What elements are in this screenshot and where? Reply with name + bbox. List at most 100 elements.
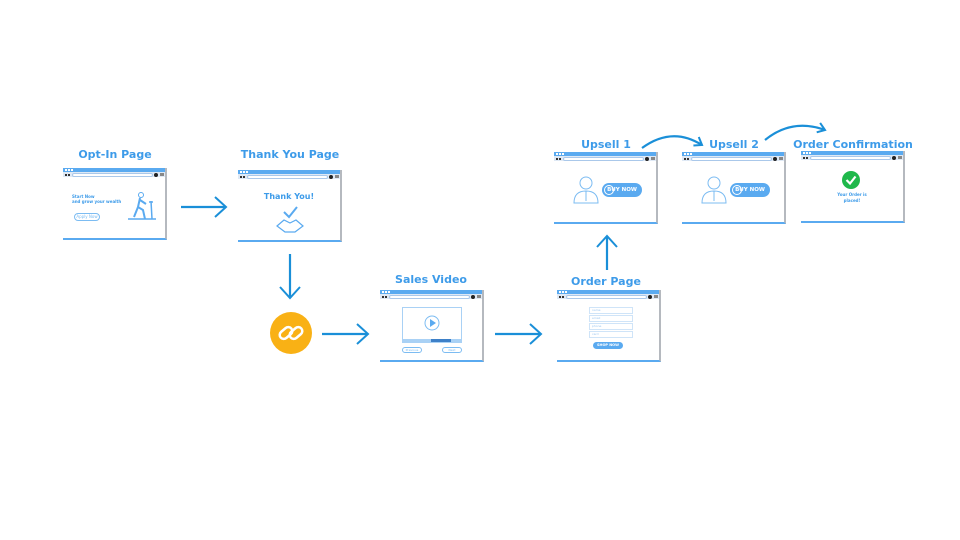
window-dot	[65, 169, 67, 171]
window-dot	[559, 153, 561, 155]
nav-buttons-icon	[803, 156, 808, 159]
arrow-upsell2-to-confirm	[764, 122, 827, 141]
window-title-bar	[682, 152, 784, 156]
window-dot	[687, 153, 689, 155]
play-icon[interactable]	[424, 315, 440, 331]
window-dot	[382, 291, 384, 293]
next-button[interactable]: Next	[442, 347, 462, 353]
link-icon	[270, 312, 312, 354]
window-dot	[556, 153, 558, 155]
address-bar	[63, 172, 165, 177]
window-order: name email phone card SHOP NOW	[557, 290, 661, 362]
window-dot	[388, 291, 390, 293]
treadmill-icon	[128, 192, 156, 220]
step-title-sales: Sales Video	[395, 273, 467, 286]
profile-icon	[471, 294, 475, 299]
window-dot	[559, 291, 561, 293]
optin-line2: and grow your wealth	[72, 199, 122, 204]
cart-icon	[604, 185, 614, 195]
menu-icon	[654, 295, 658, 298]
window-sales: Previous Next	[380, 290, 484, 362]
menu-icon	[160, 173, 164, 176]
window-dot	[562, 153, 564, 155]
window-dot	[385, 291, 387, 293]
profile-icon	[773, 156, 777, 161]
url-field	[72, 173, 153, 177]
cart-icon	[732, 185, 742, 195]
address-bar	[801, 155, 903, 160]
nav-buttons-icon	[556, 157, 561, 160]
window-thankyou: Thank You!	[238, 170, 342, 242]
person-icon	[573, 176, 599, 204]
window-title-bar	[801, 151, 903, 155]
menu-icon	[477, 295, 481, 298]
step-title-thankyou: Thank You Page	[240, 148, 340, 161]
step-title-optin: Opt-In Page	[78, 148, 152, 161]
buy-now-label: BUY NOW	[735, 187, 765, 193]
profile-icon	[154, 172, 158, 177]
window-title-bar	[554, 152, 656, 156]
menu-icon	[779, 157, 783, 160]
card-field[interactable]: card	[589, 331, 633, 338]
previous-button[interactable]: Previous	[402, 347, 422, 353]
window-title-bar	[238, 170, 340, 174]
menu-icon	[651, 157, 655, 160]
window-dot	[246, 171, 248, 173]
window-confirm: Your Order is placed!	[801, 151, 905, 223]
window-dot	[562, 291, 564, 293]
window-title-bar	[380, 290, 482, 294]
window-dot	[243, 171, 245, 173]
step-title-order: Order Page	[571, 275, 641, 288]
nav-buttons-icon	[240, 175, 245, 178]
url-field	[810, 156, 891, 160]
menu-icon	[898, 156, 902, 159]
buy-now-button[interactable]: BUY NOW	[602, 183, 642, 197]
video-progress-bar[interactable]	[403, 339, 461, 342]
address-bar	[380, 294, 482, 299]
confirm-line1: Your Order is	[837, 192, 867, 197]
check-circle-icon	[842, 171, 860, 189]
nav-buttons-icon	[65, 173, 70, 176]
menu-icon	[335, 175, 339, 178]
profile-icon	[892, 155, 896, 160]
phone-field[interactable]: phone	[589, 323, 633, 330]
video-player[interactable]	[402, 307, 462, 343]
optin-line1: Start Now	[72, 194, 95, 199]
profile-icon	[648, 294, 652, 299]
window-dot	[240, 171, 242, 173]
nav-buttons-icon	[684, 157, 689, 160]
nav-buttons-icon	[382, 295, 387, 298]
nav-buttons-icon	[559, 295, 564, 298]
shop-now-button[interactable]: SHOP NOW	[593, 342, 623, 349]
buy-now-label: BUY NOW	[607, 187, 637, 193]
window-dot	[684, 153, 686, 155]
window-dot	[690, 153, 692, 155]
thankyou-heading: Thank You!	[263, 192, 315, 201]
address-bar	[238, 174, 340, 179]
window-dot	[806, 152, 808, 154]
window-dot	[809, 152, 811, 154]
window-optin: Start Now and grow your wealth Apply Now	[63, 168, 167, 240]
arrow-upsell1-to-upsell2	[641, 135, 704, 149]
person-icon	[701, 176, 727, 204]
step-title-upsell2: Upsell 2	[709, 138, 759, 151]
name-field[interactable]: name	[589, 307, 633, 314]
url-field	[691, 157, 772, 161]
apply-now-button[interactable]: Apply Now	[74, 213, 100, 221]
window-upsell1: BUY NOW	[554, 152, 658, 224]
window-title-bar	[63, 168, 165, 172]
step-title-confirm: Order Confirmation	[793, 138, 913, 151]
buy-now-button[interactable]: BUY NOW	[730, 183, 770, 197]
window-dot	[565, 291, 567, 293]
url-field	[566, 295, 647, 299]
window-dot	[68, 169, 70, 171]
window-upsell2: BUY NOW	[682, 152, 786, 224]
email-field[interactable]: email	[589, 315, 633, 322]
profile-icon	[645, 156, 649, 161]
url-field	[563, 157, 644, 161]
window-dot	[71, 169, 73, 171]
address-bar	[554, 156, 656, 161]
window-title-bar	[557, 290, 659, 294]
step-title-upsell1: Upsell 1	[581, 138, 631, 151]
